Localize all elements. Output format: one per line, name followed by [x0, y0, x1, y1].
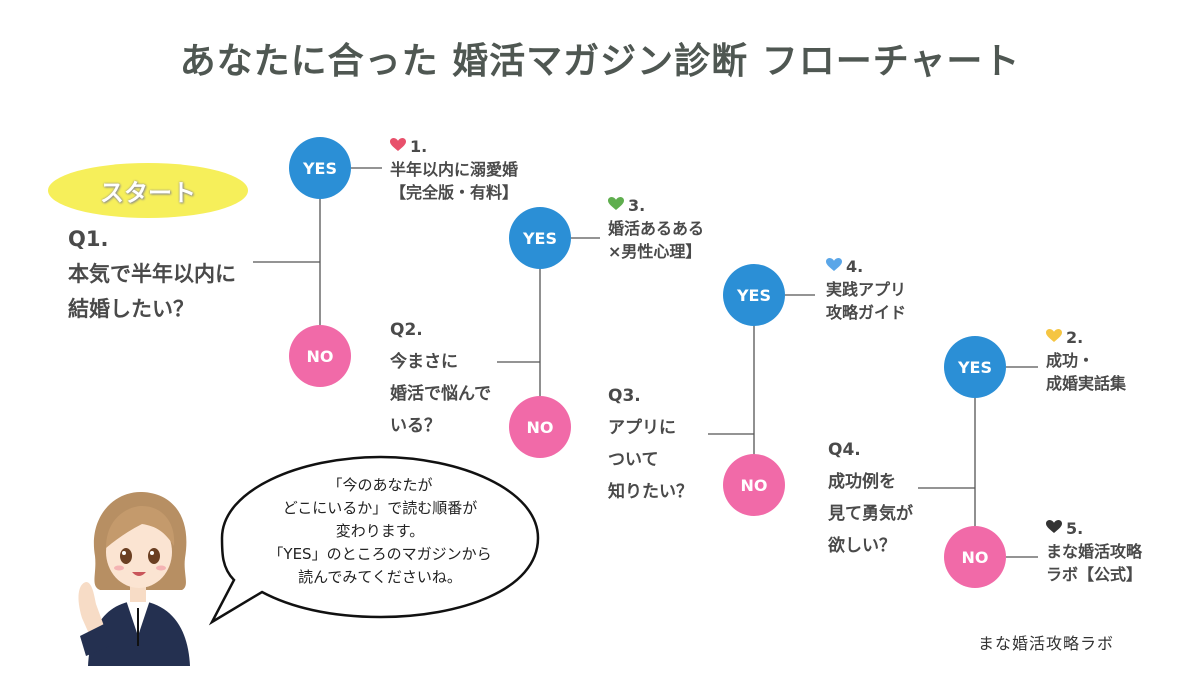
- result-4-number: 4.: [846, 257, 864, 276]
- heart-sparkle-icon: [390, 138, 406, 151]
- question-q3-line2: ついて: [608, 450, 659, 470]
- speech-text: 「今のあなたが どこにいるか」で読む順番が 変わります。 「YES」のところのマ…: [240, 474, 520, 589]
- q4-yes-node: YES: [944, 336, 1006, 398]
- green-heart-icon: [608, 197, 624, 210]
- result-3-line2: ×男性心理】: [608, 242, 702, 261]
- result-5-number: 5.: [1066, 519, 1084, 538]
- result-1-number: 1.: [410, 137, 428, 156]
- q3-yes-node: YES: [723, 264, 785, 326]
- question-q1: Q1. 本気で半年以内に 結婚したい？: [68, 222, 236, 327]
- q4-no-node: NO: [944, 526, 1006, 588]
- q2-yes-node: YES: [509, 207, 571, 269]
- result-5-line1: まな婚活攻略: [1046, 542, 1143, 561]
- yellow-heart-icon: [1046, 329, 1062, 342]
- guide-character-illustration: [78, 491, 190, 666]
- q1-yes-node: YES: [289, 137, 351, 199]
- page-title: あなたに合った 婚活マガジン診断 フローチャート: [179, 41, 1021, 82]
- result-3: 3. 婚活あるある ×男性心理】: [608, 194, 704, 263]
- speech-line-3: 変わります。: [335, 522, 425, 540]
- question-q2-number: Q2.: [390, 320, 423, 340]
- question-q4-line1: 成功例を: [828, 472, 896, 492]
- q3-no-node: NO: [723, 454, 785, 516]
- question-q3-line3: 知りたい？: [608, 482, 693, 502]
- question-q1-number: Q1.: [68, 227, 109, 251]
- q2-no-node: NO: [509, 396, 571, 458]
- question-q2: Q2. 今まさに 婚活で悩んで いる？: [390, 314, 491, 442]
- question-q2-line3: いる？: [390, 416, 441, 436]
- speech-line-1: 「今のあなたが: [327, 476, 433, 494]
- question-q3-number: Q3.: [608, 386, 641, 406]
- question-q2-line1: 今まさに: [390, 352, 458, 372]
- result-2-line1: 成功・: [1046, 351, 1095, 370]
- result-3-line1: 婚活あるある: [608, 219, 705, 238]
- question-q3: Q3. アプリに ついて 知りたい？: [608, 380, 693, 508]
- question-q4: Q4. 成功例を 見て勇気が 欲しい？: [828, 434, 913, 562]
- question-q1-line2: 結婚したい？: [68, 297, 194, 321]
- result-5-line2: ラボ【公式】: [1046, 565, 1143, 584]
- start-badge: スタート: [48, 163, 248, 218]
- result-1: 1. 半年以内に溺愛婚 【完全版・有料】: [390, 135, 518, 204]
- result-4: 4. 実践アプリ 攻略ガイド: [826, 255, 906, 324]
- black-heart-icon: [1046, 520, 1062, 533]
- question-q1-line1: 本気で半年以内に: [68, 262, 236, 286]
- result-3-number: 3.: [628, 196, 646, 215]
- blue-heart-icon: [826, 258, 842, 271]
- result-5: 5. まな婚活攻略 ラボ【公式】: [1046, 517, 1142, 586]
- result-4-line1: 実践アプリ: [826, 280, 907, 299]
- q1-no-node: NO: [289, 325, 351, 387]
- question-q4-number: Q4.: [828, 440, 861, 460]
- result-1-line1: 半年以内に溺愛婚: [390, 160, 519, 179]
- result-2-number: 2.: [1066, 328, 1084, 347]
- speech-line-2: どこにいるか」で読む順番が: [282, 499, 478, 517]
- result-2: 2. 成功・ 成婚実話集: [1046, 326, 1126, 395]
- result-2-line2: 成婚実話集: [1046, 374, 1127, 393]
- question-q3-line1: アプリに: [608, 418, 676, 438]
- question-q4-line3: 欲しい？: [828, 536, 896, 556]
- result-1-line2: 【完全版・有料】: [390, 183, 519, 202]
- speech-line-4: 「YES」のところのマガジンから: [268, 545, 492, 563]
- speech-line-5: 読んでみてくださいね。: [298, 568, 462, 586]
- question-q4-line2: 見て勇気が: [828, 504, 913, 524]
- result-4-line2: 攻略ガイド: [826, 303, 907, 322]
- footer-brand: まな婚活攻略ラボ: [978, 634, 1115, 653]
- question-q2-line2: 婚活で悩んで: [390, 384, 492, 404]
